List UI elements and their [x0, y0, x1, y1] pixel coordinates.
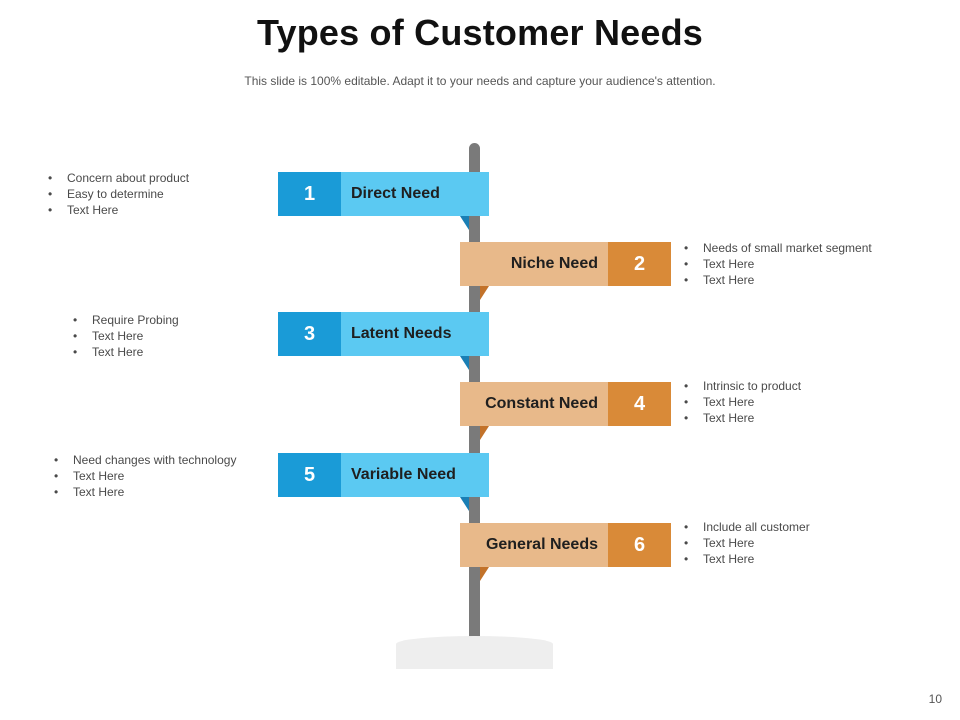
bullet-item: Text Here [684, 256, 872, 272]
need-number-5: 5 [278, 453, 341, 497]
bullet-item: Text Here [54, 468, 236, 484]
sign-fold [460, 216, 469, 230]
sign-fold [480, 286, 489, 300]
need-bullets-3: Require Probing Text Here Text Here [73, 312, 179, 360]
need-bullets-1: Concern about product Easy to determine … [48, 170, 189, 218]
need-number-4: 4 [608, 382, 671, 426]
slide-title: Types of Customer Needs [256, 12, 704, 53]
sign-fold [480, 567, 489, 581]
need-sign-1: 1 Direct Need [278, 172, 489, 216]
need-sign-5: 5 Variable Need [278, 453, 489, 497]
need-label-4: Constant Need [460, 382, 608, 426]
need-number-2: 2 [608, 242, 671, 286]
bullet-item: Text Here [48, 202, 189, 218]
need-label-6: General Needs [460, 523, 608, 567]
bullet-item: Text Here [73, 344, 179, 360]
bullet-item: Text Here [73, 328, 179, 344]
bullet-item: Needs of small market segment [684, 240, 872, 256]
sign-fold [460, 497, 469, 511]
bullet-item: Need changes with technology [54, 452, 236, 468]
need-label-1: Direct Need [341, 172, 489, 216]
bullet-item: Text Here [684, 551, 810, 567]
need-sign-3: 3 Latent Needs [278, 312, 489, 356]
need-number-1: 1 [278, 172, 341, 216]
need-bullets-5: Need changes with technology Text Here T… [54, 452, 236, 500]
need-sign-4: Constant Need 4 [460, 382, 671, 426]
need-number-3: 3 [278, 312, 341, 356]
need-bullets-4: Intrinsic to product Text Here Text Here [684, 378, 801, 426]
need-number-6: 6 [608, 523, 671, 567]
bullet-item: Include all customer [684, 519, 810, 535]
sign-fold [460, 356, 469, 370]
need-label-2: Niche Need [460, 242, 608, 286]
bullet-item: Require Probing [73, 312, 179, 328]
need-label-3: Latent Needs [341, 312, 489, 356]
bullet-item: Text Here [684, 394, 801, 410]
need-label-5: Variable Need [341, 453, 489, 497]
sign-fold [480, 426, 489, 440]
bullet-item: Concern about product [48, 170, 189, 186]
bullet-item: Text Here [684, 272, 872, 288]
page-number: 10 [928, 692, 942, 706]
need-sign-2: Niche Need 2 [460, 242, 671, 286]
signpost-base [396, 636, 553, 669]
bullet-item: Text Here [54, 484, 236, 500]
need-bullets-2: Needs of small market segment Text Here … [684, 240, 872, 288]
need-sign-6: General Needs 6 [460, 523, 671, 567]
bullet-item: Easy to determine [48, 186, 189, 202]
slide-subtitle: This slide is 100% editable. Adapt it to… [244, 74, 716, 88]
bullet-item: Intrinsic to product [684, 378, 801, 394]
bullet-item: Text Here [684, 535, 810, 551]
need-bullets-6: Include all customer Text Here Text Here [684, 519, 810, 567]
bullet-item: Text Here [684, 410, 801, 426]
